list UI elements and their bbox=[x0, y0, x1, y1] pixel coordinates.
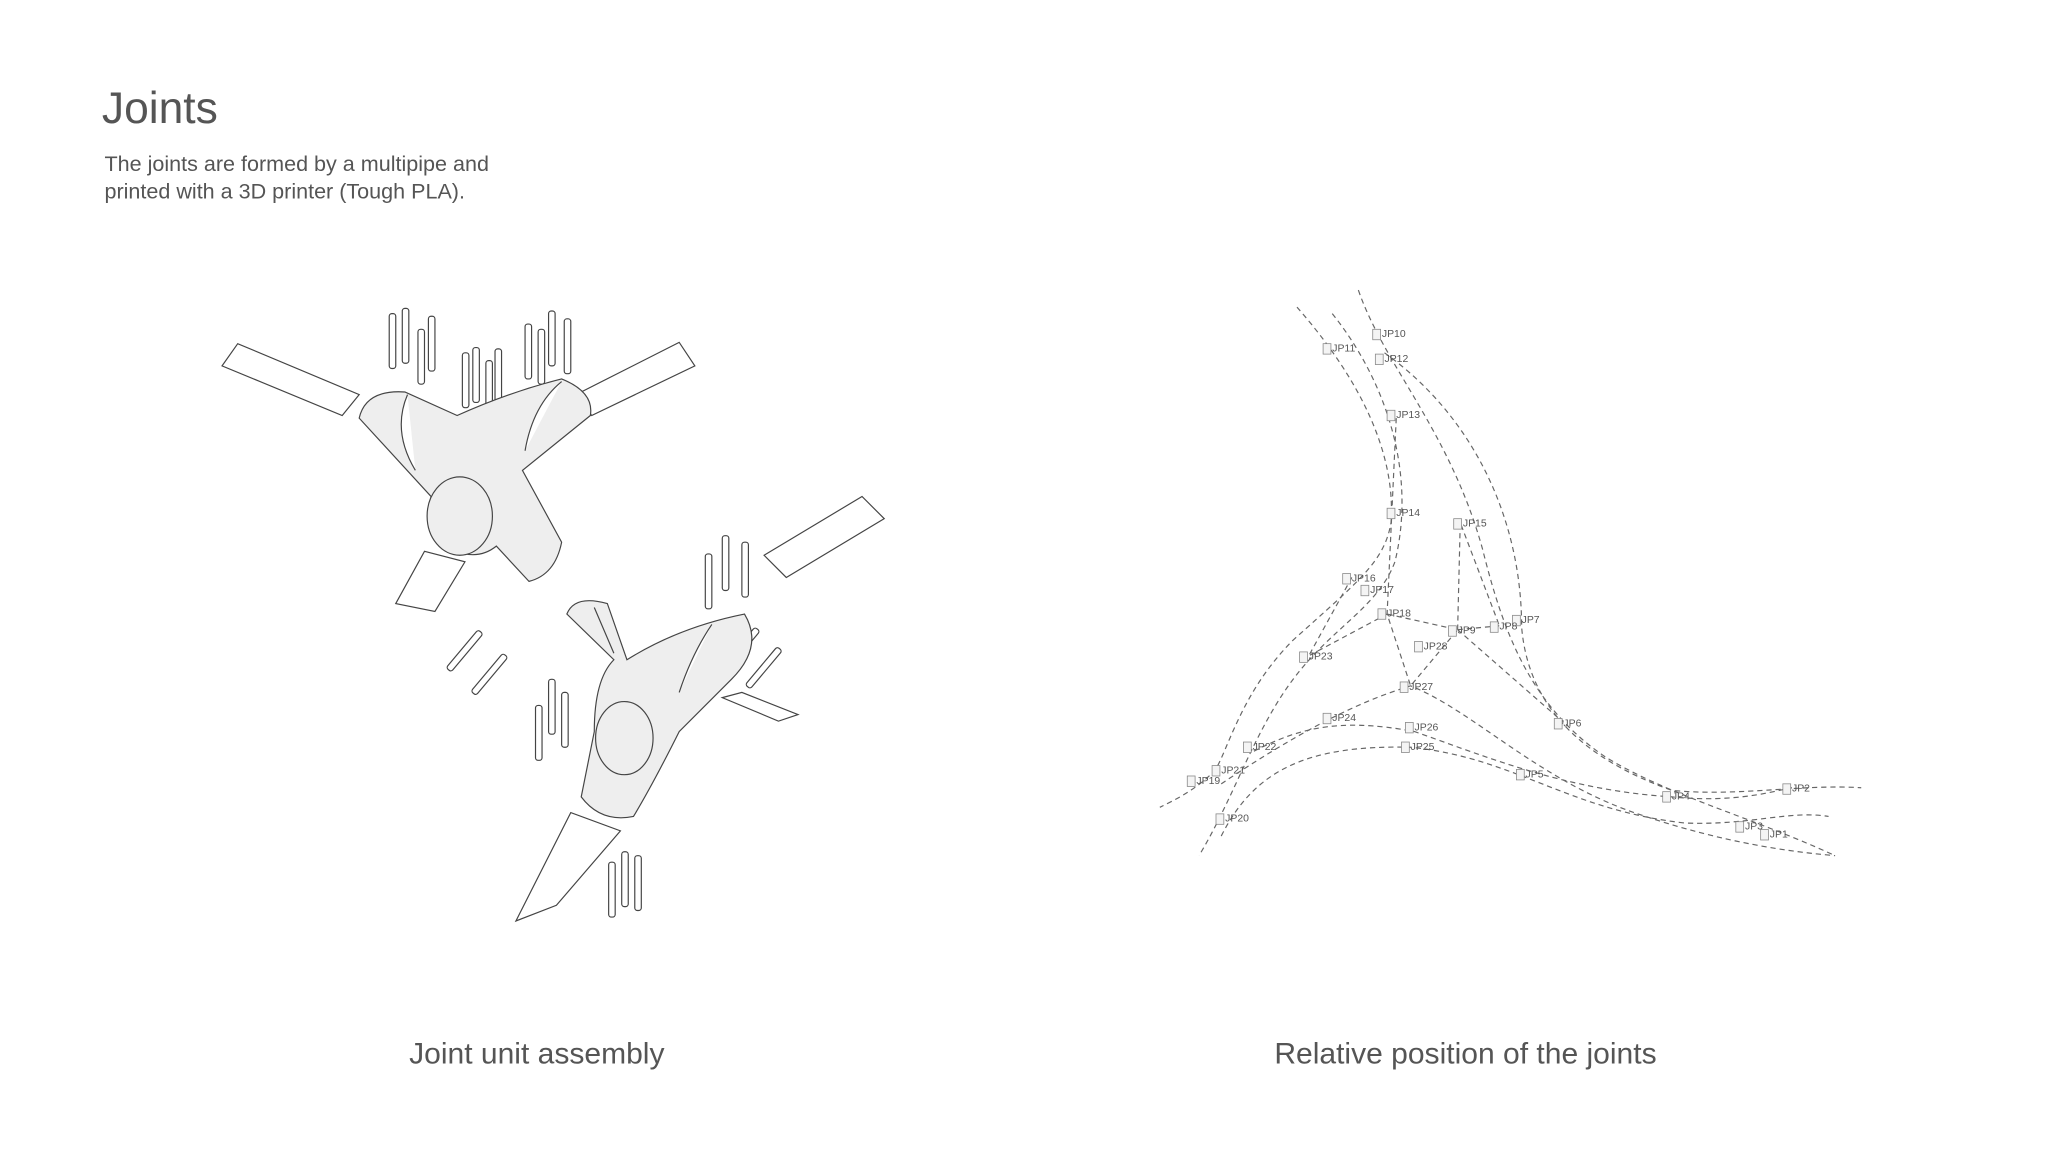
joint-marker bbox=[1512, 614, 1521, 627]
joint-marker bbox=[1372, 328, 1381, 341]
pin bbox=[745, 647, 782, 689]
joint-marker bbox=[1453, 518, 1462, 530]
joint-label: JP11 bbox=[1332, 344, 1355, 355]
joint-marker bbox=[1386, 409, 1396, 422]
joint-marker bbox=[1448, 625, 1457, 637]
joint-label: JP12 bbox=[1384, 354, 1408, 365]
page-title: Joints bbox=[102, 84, 218, 133]
joint-label: JP10 bbox=[1382, 329, 1406, 340]
joint-marker bbox=[1401, 741, 1410, 753]
pin bbox=[494, 348, 503, 405]
joint-marker bbox=[1782, 783, 1792, 795]
pin bbox=[427, 315, 436, 372]
joint-label: JP4 bbox=[1672, 792, 1690, 803]
joint-marker bbox=[1386, 507, 1396, 520]
joint-marker bbox=[1322, 343, 1332, 355]
joint-marker bbox=[1377, 608, 1387, 620]
description-line-1: The joints are formed by a multipipe and bbox=[104, 151, 488, 176]
joint-label: JP8 bbox=[1499, 622, 1517, 633]
joint-label: JP5 bbox=[1526, 769, 1544, 780]
joint-marker bbox=[1299, 651, 1308, 663]
description-line-2: printed with a 3D printer (Tough PLA). bbox=[104, 179, 465, 204]
pin bbox=[524, 323, 533, 380]
joint-label: JP24 bbox=[1332, 713, 1356, 724]
caption-relative-position: Relative position of the joints bbox=[1274, 1037, 1656, 1070]
pin bbox=[621, 851, 629, 908]
member-curve bbox=[1384, 352, 1862, 793]
pin bbox=[608, 861, 616, 918]
pin bbox=[534, 704, 543, 761]
member-curve bbox=[1220, 685, 1836, 857]
member-curve bbox=[1308, 418, 1564, 723]
joint-label: JP15 bbox=[1463, 519, 1487, 530]
joint-marker bbox=[1374, 353, 1384, 365]
pin bbox=[446, 630, 483, 672]
pin bbox=[388, 313, 397, 370]
joint-marker bbox=[1360, 584, 1370, 597]
pin bbox=[472, 346, 480, 404]
joint-marker bbox=[1489, 621, 1499, 633]
pin bbox=[704, 553, 713, 610]
pin bbox=[561, 691, 569, 748]
joint-label: JP25 bbox=[1411, 742, 1435, 753]
joint-label: JP7 bbox=[1522, 615, 1540, 626]
joint-marker bbox=[1414, 641, 1423, 653]
joint-marker bbox=[1215, 813, 1225, 825]
joint-marker bbox=[1322, 712, 1332, 725]
joint-label: JP16 bbox=[1352, 573, 1376, 584]
joint-marker bbox=[1553, 718, 1563, 730]
joint-marker bbox=[1404, 722, 1414, 734]
joint-unit-assembly-illustration bbox=[221, 307, 886, 923]
joint-label: JP6 bbox=[1563, 718, 1581, 729]
joint-marker bbox=[1735, 821, 1745, 833]
pin bbox=[563, 318, 572, 375]
joint-label: JP27 bbox=[1409, 682, 1433, 693]
joint-marker bbox=[1211, 765, 1221, 777]
joint-label: JP20 bbox=[1225, 814, 1249, 825]
pin bbox=[547, 678, 556, 735]
joint-marker bbox=[1760, 829, 1769, 841]
member-curve bbox=[1159, 306, 1393, 808]
joint-marker bbox=[1662, 791, 1671, 803]
joint-marker bbox=[1342, 573, 1351, 585]
pin bbox=[417, 328, 426, 385]
pin bbox=[471, 653, 508, 695]
pin bbox=[537, 328, 546, 385]
joint-label: JP1 bbox=[1770, 829, 1788, 840]
joint-label: JP2 bbox=[1792, 784, 1810, 795]
pin bbox=[634, 855, 642, 912]
member-curve bbox=[1357, 289, 1836, 857]
joint-label: JP9 bbox=[1458, 626, 1476, 637]
caption-joint-unit-assembly: Joint unit assembly bbox=[409, 1037, 664, 1070]
pin bbox=[461, 352, 470, 409]
joint-label: JP3 bbox=[1745, 822, 1763, 833]
member-curve bbox=[1253, 724, 1793, 800]
joint-label: JP21 bbox=[1221, 765, 1245, 776]
joint-label: JP23 bbox=[1309, 652, 1333, 663]
joint-marker bbox=[1186, 775, 1196, 787]
pin bbox=[741, 541, 749, 598]
pin bbox=[721, 535, 730, 592]
joint-label: JP19 bbox=[1196, 776, 1220, 787]
pin bbox=[401, 307, 410, 364]
joint-label: JP13 bbox=[1396, 410, 1420, 421]
joint-label: JP18 bbox=[1387, 609, 1411, 620]
joint-label: JP14 bbox=[1396, 508, 1420, 519]
joint-marker bbox=[1243, 741, 1252, 753]
joint-label: JP28 bbox=[1424, 641, 1448, 652]
joint-label: JP22 bbox=[1253, 742, 1277, 753]
joint-marker bbox=[1399, 681, 1409, 693]
joint-label: JP17 bbox=[1370, 585, 1394, 596]
pin bbox=[547, 310, 556, 367]
joint-marker bbox=[1516, 769, 1525, 781]
joint-label: JP26 bbox=[1415, 722, 1439, 733]
